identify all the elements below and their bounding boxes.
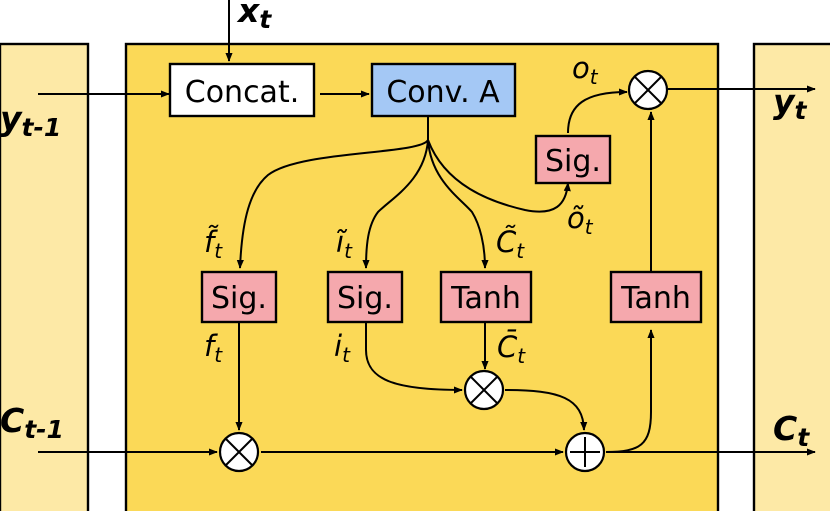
label-o-tilde: õt (567, 201, 594, 239)
label-c-tilde: C̃t (496, 225, 525, 263)
sig-o-label: Sig. (545, 144, 601, 179)
conv-to-sig-i-wire (362, 139, 429, 269)
sig-f-label: Sig. (211, 281, 267, 316)
multiply-icon (470, 376, 498, 404)
conv-box (370, 62, 517, 118)
multiply-icon (634, 76, 662, 104)
label-i-t: it (334, 329, 351, 367)
tanh-c-label: Tanh (450, 281, 521, 316)
label-x-t: xt (236, 0, 272, 34)
conv-to-sig-f-wire (236, 117, 429, 269)
multiply-operator-output (627, 69, 669, 111)
label-c-t: Ct (773, 409, 810, 452)
concat-box (168, 62, 316, 118)
conv-label: Conv. A (386, 75, 500, 110)
label-y-prev: yt-1 (0, 99, 61, 142)
sig-i-to-mult-wire (365, 322, 463, 394)
conv-to-sig-o-wire (427, 139, 571, 213)
connections (38, 0, 816, 456)
sig-o-to-mult-wire (567, 88, 628, 134)
label-c-prev: Ct-1 (0, 401, 64, 444)
tanh-out-box (609, 270, 703, 324)
state-to-tanh-wire (605, 329, 655, 453)
sig-i-label: Sig. (337, 281, 393, 316)
sig-o-box (534, 134, 612, 185)
plus-icon (570, 437, 600, 467)
label-c-bar: C̄t (497, 330, 526, 368)
label-y-t: yt (773, 82, 808, 125)
multiply-operator-input (463, 369, 505, 411)
concat-label: Concat. (185, 75, 300, 110)
label-o-t: ot (572, 51, 599, 89)
right-panel (752, 42, 830, 511)
sig-f-box (200, 270, 278, 324)
add-operator (564, 431, 606, 473)
multiply-operator-forget (218, 431, 260, 473)
tanh-out-label: Tanh (620, 281, 691, 316)
tanh-c-box (439, 270, 533, 324)
mult-to-add-wire (504, 389, 588, 431)
sig-i-box (326, 270, 404, 324)
conv-to-tanh-c-wire (427, 139, 489, 269)
left-panel (0, 42, 90, 511)
multiply-icon (225, 438, 253, 466)
